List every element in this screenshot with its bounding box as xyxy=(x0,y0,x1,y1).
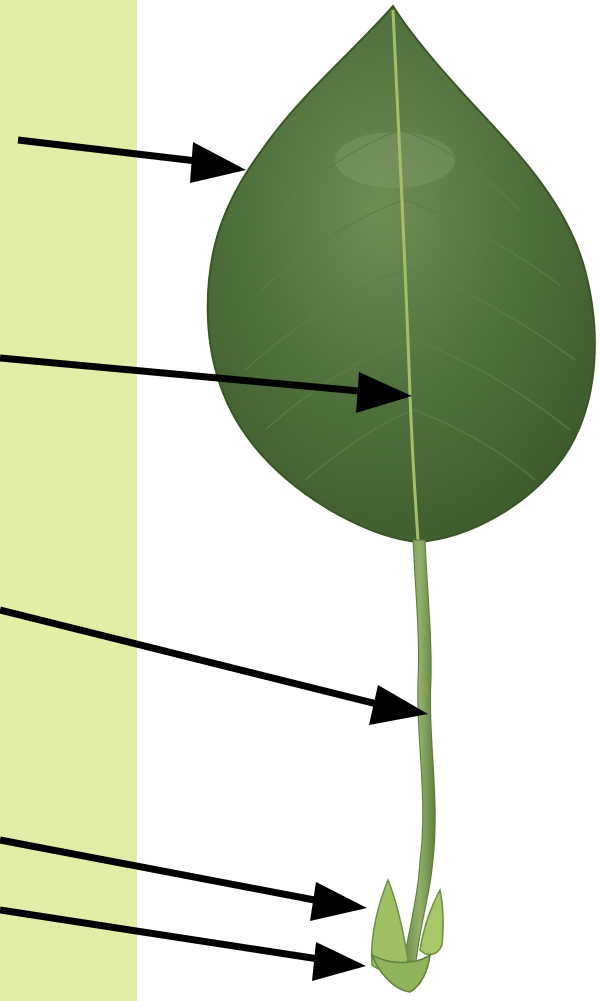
petiole xyxy=(404,540,435,962)
arrow-to-petiole xyxy=(0,610,428,725)
leaf-highlight xyxy=(335,132,455,188)
arrow-to-leaf-margin xyxy=(18,140,246,183)
leaf-blade xyxy=(208,6,595,542)
arrow-to-stipule-upper xyxy=(0,840,367,921)
